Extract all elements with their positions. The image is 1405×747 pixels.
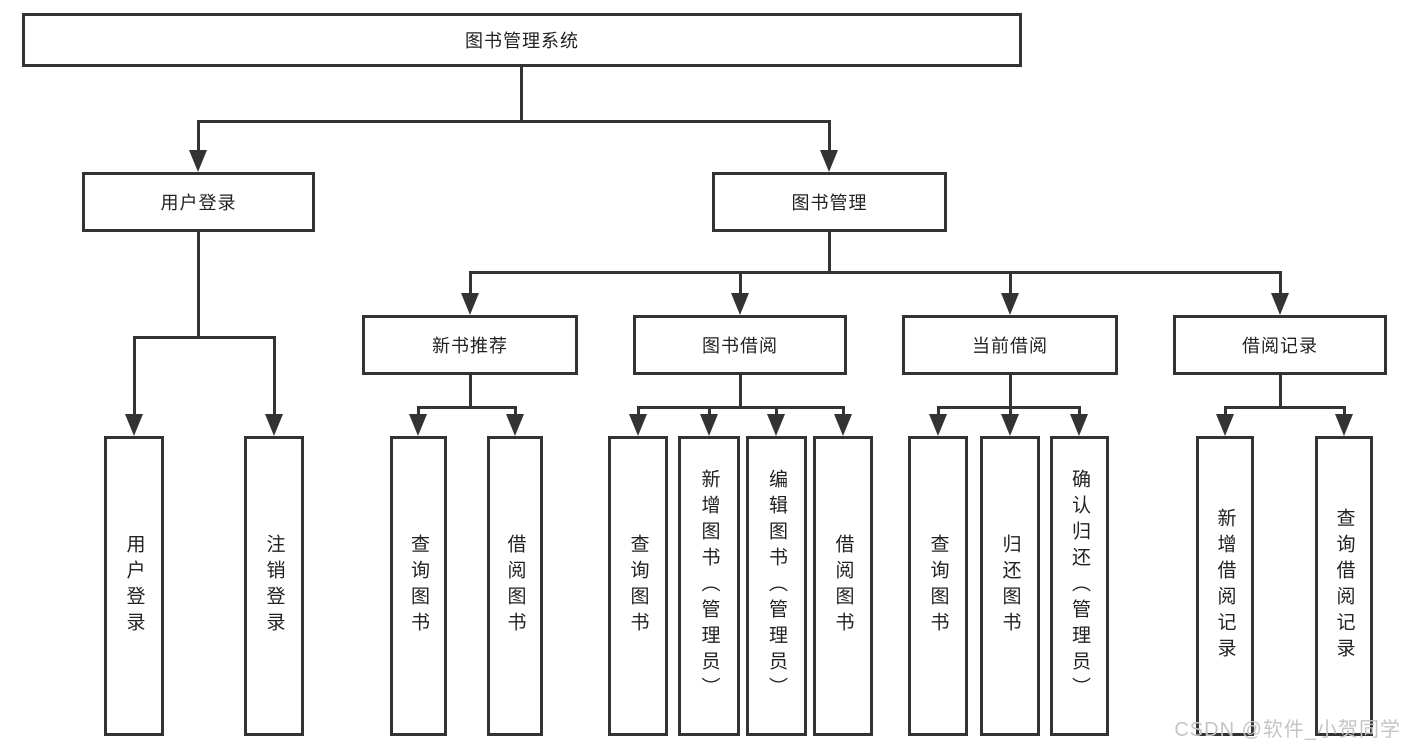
arrowhead-current-borrowing [1001,293,1019,315]
arrowhead-add-books-admin [700,414,718,436]
arrowhead-user-login [189,150,207,172]
arrowhead-query-borrow-record [1335,414,1353,436]
leaf-logout-label: 注销登录 [263,534,285,638]
leaf-borrow-books-recommend-label: 借阅图书 [504,534,526,638]
node-new-book-recommend: 新书推荐 [362,315,578,375]
leaf-borrow-books-recommend: 借阅图书 [487,436,543,736]
arrowhead-query-books-current [929,414,947,436]
connector-user-login-stem [196,232,200,336]
connector-line-query-books-recommend [416,406,420,414]
leaf-return-books-label: 归还图书 [999,534,1021,638]
leaf-user-login: 用户登录 [104,436,164,736]
node-borrowing-records-label: 借阅记录 [1242,336,1318,356]
connector-line-return-books [1008,406,1012,414]
connector-borrowing-stem [738,375,742,406]
leaf-edit-books-admin: 编辑图书（管理员） [746,436,807,736]
leaf-add-borrow-record: 新增借阅记录 [1196,436,1254,736]
connector-root-stem [519,67,523,120]
arrowhead-borrow-books-recommend [506,414,524,436]
arrowhead-return-books [1001,414,1019,436]
arrowhead-new-book-recommend [461,293,479,315]
connector-line-new-book-recommend [468,271,472,293]
connector-line-borrow-books-recommend [513,406,517,414]
connector-line-borrowing-records [1278,271,1282,293]
arrowhead-edit-books-admin [767,414,785,436]
leaf-query-borrow-record: 查询借阅记录 [1315,436,1373,736]
arrowhead-borrowing-records [1271,293,1289,315]
connector-recommend-stem [468,375,472,406]
node-book-borrowing-label: 图书借阅 [702,336,778,356]
connector-current-stem [1008,375,1012,406]
connector-user-login-bar [133,336,276,339]
node-current-borrowing: 当前借阅 [902,315,1118,375]
leaf-logout: 注销登录 [244,436,304,736]
arrowhead-confirm-return [1070,414,1088,436]
leaf-query-books-current-label: 查询图书 [927,534,949,638]
csdn-watermark: CSDN @软件_小贺同学 [1174,719,1401,741]
leaf-add-books-admin-label: 新增图书（管理员） [698,469,720,703]
arrowhead-query-books-recommend [409,414,427,436]
connector-line-confirm-return [1077,406,1081,414]
connector-line-add-borrow-record [1223,406,1227,414]
connector-line-borrow-books [841,406,845,414]
connector-records-bar [1223,406,1346,409]
connector-recommend-bar [416,406,517,409]
connector-borrowing-bar [636,406,845,409]
node-user-login-label: 用户登录 [160,193,237,213]
connector-line-add-books-admin [707,406,711,414]
leaf-query-borrow-record-label: 查询借阅记录 [1333,508,1355,664]
connector-line-edit-books-admin [774,406,778,414]
leaf-confirm-return-admin: 确认归还（管理员） [1050,436,1109,736]
leaf-add-books-admin: 新增图书（管理员） [678,436,740,736]
node-book-borrowing: 图书借阅 [633,315,847,375]
leaf-borrow-books: 借阅图书 [813,436,873,736]
leaf-add-borrow-record-label: 新增借阅记录 [1214,508,1236,664]
connector-line-query-books-borrowing [636,406,640,414]
leaf-confirm-return-admin-label: 确认归还（管理员） [1069,469,1090,703]
arrowhead-leaf-user-login [125,414,143,436]
leaf-query-books-borrowing-label: 查询图书 [627,534,649,638]
connector-line-book-management [827,120,831,150]
leaf-borrow-books-label: 借阅图书 [832,534,854,638]
leaf-query-books-recommend: 查询图书 [390,436,447,736]
node-library-management-system-label: 图书管理系统 [465,31,579,51]
connector-book-mgmt-bar [468,271,1282,274]
connector-root-bar [197,120,831,123]
connector-line-query-borrow-record [1342,406,1346,414]
connector-book-mgmt-stem [827,232,831,271]
node-new-book-recommend-label: 新书推荐 [432,336,508,356]
connector-records-stem [1278,375,1282,406]
node-current-borrowing-label: 当前借阅 [972,336,1048,356]
arrowhead-book-borrowing [731,293,749,315]
arrowhead-borrow-books [834,414,852,436]
connector-line-user-login [196,120,200,150]
leaf-query-books-current: 查询图书 [908,436,968,736]
arrowhead-query-books-borrowing [629,414,647,436]
node-user-login: 用户登录 [82,172,315,232]
leaf-query-books-borrowing: 查询图书 [608,436,668,736]
leaf-query-books-recommend-label: 查询图书 [408,534,429,638]
leaf-user-login-label: 用户登录 [123,534,145,638]
leaf-return-books: 归还图书 [980,436,1040,736]
node-borrowing-records: 借阅记录 [1173,315,1387,375]
arrowhead-book-management [820,150,838,172]
node-book-management-label: 图书管理 [791,193,868,213]
connector-line-current-borrowing [1008,271,1012,293]
arrowhead-leaf-logout [265,414,283,436]
node-library-management-system: 图书管理系统 [22,13,1022,67]
connector-line-leaf-logout [272,336,276,414]
connector-line-leaf-user-login [132,336,136,414]
node-book-management: 图书管理 [712,172,947,232]
connector-line-book-borrowing [738,271,742,293]
arrowhead-add-borrow-record [1216,414,1234,436]
connector-line-query-books-current [936,406,940,414]
leaf-edit-books-admin-label: 编辑图书（管理员） [766,469,787,703]
